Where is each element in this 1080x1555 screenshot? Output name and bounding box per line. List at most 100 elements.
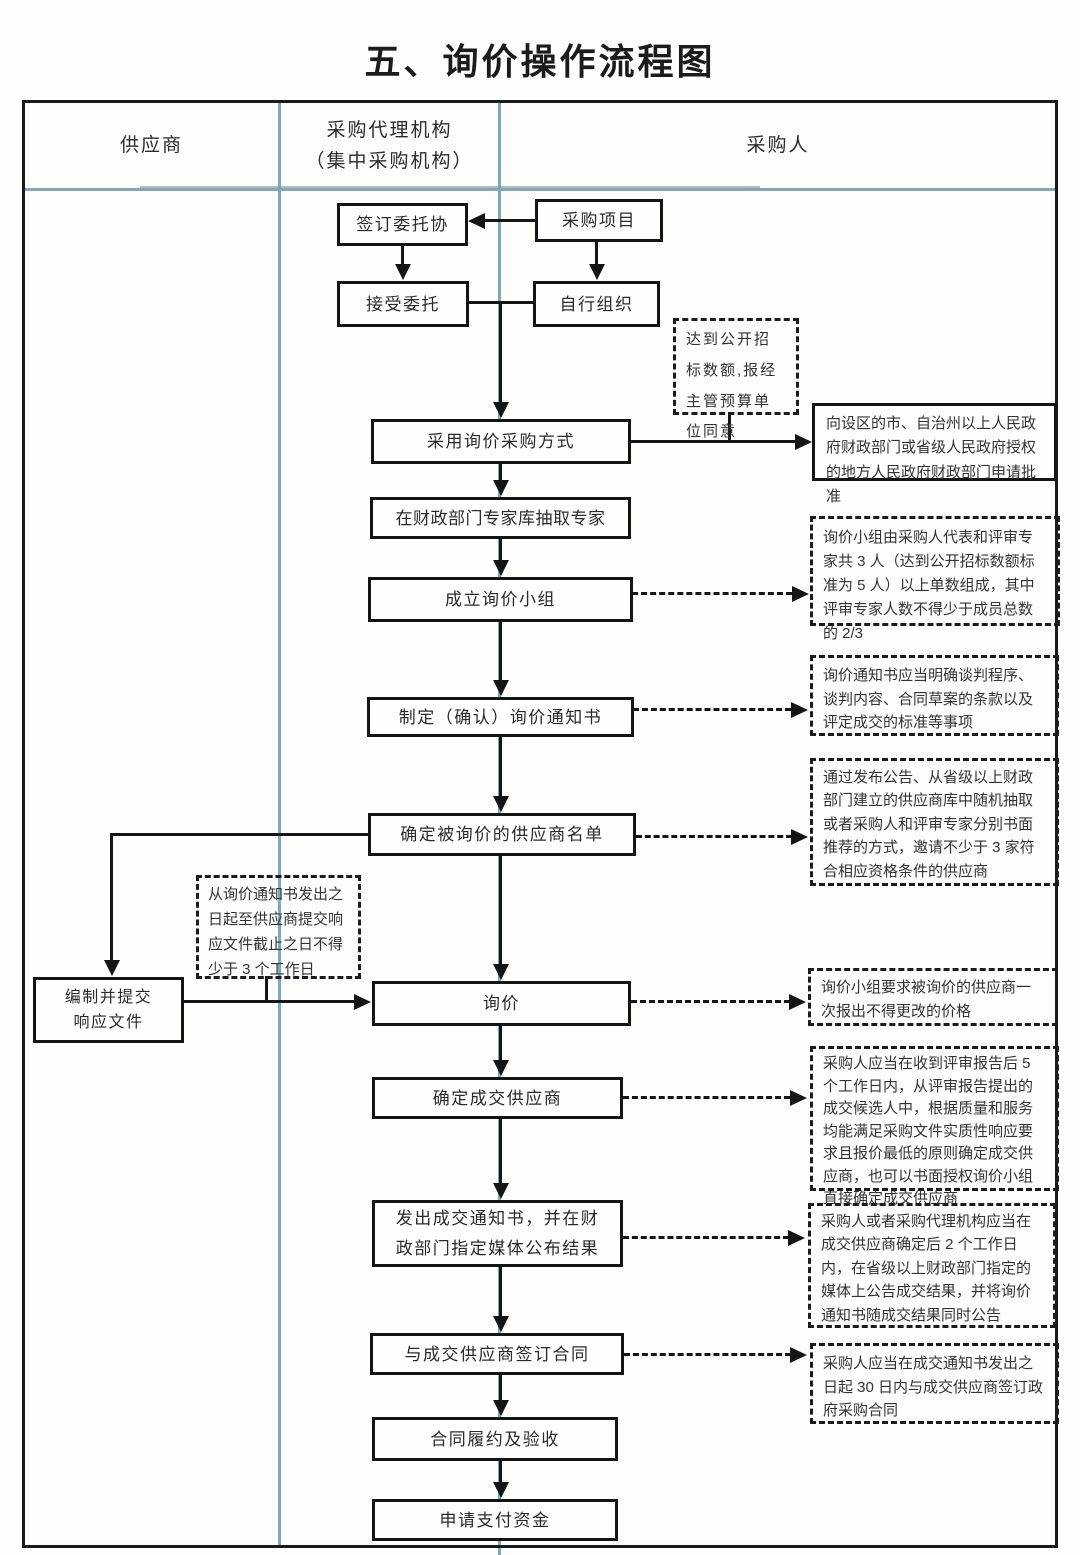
- line-notice-to-list: [499, 736, 502, 798]
- node-extract-experts: 在财政部门专家库抽取专家: [370, 497, 631, 539]
- note-open-tender-threshold-text: 达到公开招标数额,报经主管预算单位同意: [686, 331, 778, 441]
- line-team-to-notice: [499, 621, 502, 682]
- line-threshold-note-drop: [728, 412, 731, 443]
- note-notice-requirements-text: 询价通知书应当明确谈判程序、谈判内容、合同草案的条款以及评定成交的标准等事项: [823, 667, 1034, 732]
- arrowhead-into-accept-commission: [395, 264, 411, 280]
- note-approval-request-text: 向设区的市、自治州以上人民政府财政部门或省级人民政府授权的地方人民政府财政部门申…: [826, 415, 1037, 505]
- arrowhead-into-approval-note: [795, 434, 812, 450]
- node-determine-winner: 确定成交供应商: [372, 1077, 623, 1119]
- node-sign-agreement: 签订委托协: [337, 203, 468, 246]
- line-join-down: [499, 301, 502, 404]
- node-self-organize: 自行组织: [533, 281, 660, 327]
- line-list-to-left: [110, 833, 370, 836]
- note-result-announcement: 采购人或者采购代理机构应当在成交供应商确定后 2 个工作日内，在省级以上财政部门…: [808, 1203, 1056, 1328]
- node-contract-acceptance-label: 合同履约及验收: [430, 1429, 560, 1449]
- node-determine-supplier-list: 确定被询价的供应商名单: [368, 813, 636, 856]
- header-separator: [22, 188, 1058, 191]
- dashed-contract-to-note: [624, 1353, 791, 1356]
- note-notice-requirements: 询价通知书应当明确谈判程序、谈判内容、合同草案的条款以及评定成交的标准等事项: [810, 655, 1059, 736]
- note-one-time-quote-text: 询价小组要求被询价的供应商一次报出不得更改的价格: [821, 979, 1032, 1020]
- node-determine-winner-label: 确定成交供应商: [432, 1088, 563, 1108]
- line-experts-to-team: [499, 538, 502, 562]
- arrowhead-into-winner: [493, 1060, 509, 1076]
- note-winner-determination-text: 采购人应当在收到评审报告后 5 个工作日内，从评审报告提出的成交候选人中，根据质…: [823, 1055, 1034, 1207]
- dashed-team-to-note: [632, 592, 792, 595]
- dashed-inquiry-to-note: [631, 1000, 790, 1003]
- node-sign-contract-label: 与成交供应商签订合同: [404, 1344, 590, 1364]
- arrowhead-into-announce-note: [788, 1230, 805, 1246]
- node-inquiry-label: 询价: [483, 994, 520, 1013]
- arrowhead-into-supplier-list: [493, 796, 509, 812]
- line-contract-to-acceptance: [499, 1374, 502, 1402]
- dashed-award-to-note: [623, 1236, 789, 1239]
- note-team-composition: 询价小组由采购人代表和评审专家共 3 人（达到公开招标数额标准为 5 人）以上单…: [810, 516, 1060, 642]
- arrowhead-into-form-team: [493, 560, 509, 576]
- arrowhead-into-team-note: [792, 586, 809, 602]
- node-accept-commission: 接受委托: [337, 281, 469, 327]
- lane-agency: 采购代理机构 （集中采购机构）: [281, 103, 498, 188]
- node-apply-payment: 申请支付资金: [372, 1499, 618, 1541]
- note-approval-request: 向设区的市、自治州以上人民政府财政部门或省级人民政府授权的地方人民政府财政部门申…: [812, 403, 1057, 505]
- note-contract-within-30-days-text: 采购人应当在成交通知书发出之日起 30 日内与成交供应商签订政府采购合同: [823, 1355, 1044, 1420]
- note-open-tender-threshold: 达到公开招标数额,报经主管预算单位同意: [673, 318, 799, 440]
- arrowhead-into-quote-note: [789, 994, 806, 1010]
- node-prepare-response: 编制并提交 响应文件: [33, 977, 184, 1043]
- arrowhead-into-payment: [493, 1482, 509, 1498]
- line-list-to-inquiry: [499, 855, 502, 966]
- arrowhead-into-draft-notice: [493, 680, 509, 696]
- note-winner-determination: 采购人应当在收到评审报告后 5 个工作日内，从评审报告提出的成交候选人中，根据质…: [810, 1046, 1059, 1207]
- node-procurement-project: 采购项目: [535, 199, 663, 242]
- arrowhead-into-notice-note: [791, 702, 808, 718]
- node-prepare-response-line1: 编制并提交: [64, 988, 153, 1006]
- node-adopt-inquiry-method: 采用询价采购方式: [371, 419, 631, 464]
- arrowhead-into-invitation-note: [791, 829, 808, 845]
- dashed-list-to-note: [636, 835, 792, 838]
- lane-purchaser-label: 采购人: [746, 135, 810, 156]
- note-team-composition-text: 询价小组由采购人代表和评审专家共 3 人（达到公开招标数额标准为 5 人）以上单…: [823, 529, 1035, 642]
- note-one-time-quote: 询价小组要求被询价的供应商一次报出不得更改的价格: [808, 968, 1058, 1026]
- arrowhead-into-inquiry-left: [354, 994, 371, 1010]
- line-deadline-note-drop: [265, 976, 268, 1003]
- line-left-down: [110, 833, 113, 960]
- header-separator-shadow: [140, 186, 760, 188]
- lane-agency-label: 采购代理机构: [326, 119, 453, 141]
- node-adopt-inquiry-label: 采用询价采购方式: [427, 432, 575, 451]
- node-determine-supplier-list-label: 确定被询价的供应商名单: [400, 825, 604, 844]
- lane-supplier-label: 供应商: [119, 135, 183, 156]
- arrowhead-into-prepare-response: [104, 960, 120, 976]
- note-result-announcement-text: 采购人或者采购代理机构应当在成交供应商确定后 2 个工作日内，在省级以上财政部门…: [821, 1213, 1032, 1324]
- node-self-organize-label: 自行组织: [559, 294, 634, 314]
- note-supplier-invitation: 通过发布公告、从省级以上财政部门建立的供应商库中随机抽取或者采购人和评审专家分别…: [810, 758, 1059, 886]
- lane-supplier: 供应商: [25, 103, 278, 188]
- node-draft-inquiry-notice-label: 制定（确认）询价通知书: [398, 707, 603, 727]
- arrowhead-into-adopt-inquiry: [493, 402, 509, 418]
- lane-divider-left: [278, 100, 281, 1548]
- node-issue-award-notice-label: 发出成交通知书，并在财政部门指定媒体公布结果: [395, 1208, 600, 1258]
- arrowhead-into-inquiry: [493, 964, 509, 980]
- note-contract-within-30-days: 采购人应当在成交通知书发出之日起 30 日内与成交供应商签订政府采购合同: [810, 1343, 1059, 1424]
- note-response-deadline: 从询价通知书发出之日起至供应商提交响应文件截止之日不得少于 3 个工作日: [196, 875, 361, 979]
- line-inquiry-to-winner: [499, 1025, 502, 1062]
- node-accept-commission-label: 接受委托: [366, 294, 440, 314]
- node-draft-inquiry-notice: 制定（确认）询价通知书: [367, 697, 634, 737]
- page-title: 五、询价操作流程图: [364, 42, 716, 82]
- arrowhead-into-winner-note: [790, 1090, 807, 1106]
- line-adopt-to-approval: [630, 440, 797, 443]
- note-response-deadline-text: 从询价通知书发出之日起至供应商提交响应文件截止之日不得少于 3 个工作日: [208, 886, 344, 978]
- arrowhead-into-acceptance: [493, 1400, 509, 1416]
- dashed-winner-to-note: [623, 1096, 790, 1099]
- node-procurement-project-label: 采购项目: [562, 211, 636, 230]
- arrowhead-into-self-organize: [589, 264, 605, 280]
- line-project-to-agreement: [484, 219, 535, 222]
- line-winner-to-award: [499, 1118, 502, 1185]
- arrowhead-into-30days-note: [790, 1347, 807, 1363]
- arrowhead-into-sign-contract: [493, 1316, 509, 1332]
- line-acceptance-to-payment: [499, 1460, 502, 1484]
- arrowhead-into-extract-experts: [493, 480, 509, 496]
- node-issue-award-notice: 发出成交通知书，并在财政部门指定媒体公布结果: [372, 1200, 623, 1267]
- node-prepare-response-line2: 响应文件: [73, 1013, 144, 1031]
- line-project-down: [595, 242, 598, 266]
- node-apply-payment-label: 申请支付资金: [439, 1510, 551, 1530]
- line-award-to-contract: [499, 1266, 502, 1318]
